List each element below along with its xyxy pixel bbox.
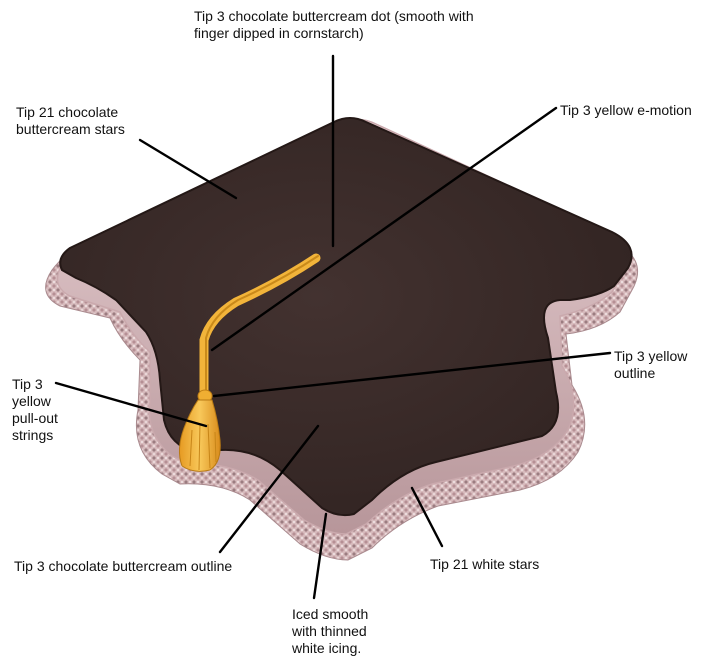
label-pullout: Tip 3 yellow pull-out strings xyxy=(12,376,72,444)
label-stars-chocolate: Tip 21 chocolate buttercream stars xyxy=(16,104,176,138)
label-emotion: Tip 3 yellow e-motion xyxy=(560,102,710,119)
leader-stars-chocolate xyxy=(140,140,236,198)
label-choc-outline: Tip 3 chocolate buttercream outline xyxy=(14,558,294,575)
label-yellow-outline: Tip 3 yellow outline xyxy=(614,348,712,382)
label-dot: Tip 3 chocolate buttercream dot (smooth … xyxy=(194,8,524,42)
label-iced: Iced smooth with thinned white icing. xyxy=(292,606,402,657)
label-white-stars: Tip 21 white stars xyxy=(430,556,580,573)
